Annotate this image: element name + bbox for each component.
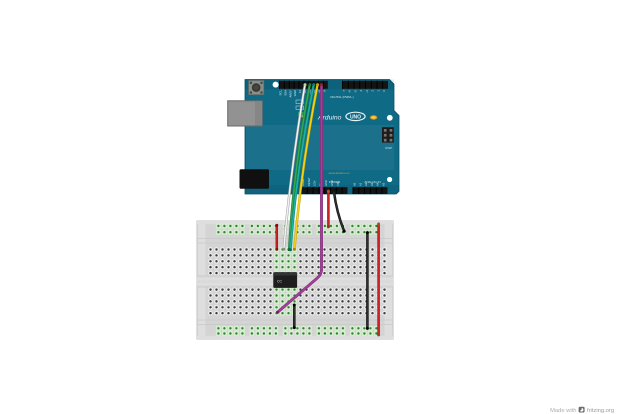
- svg-text:~9: ~9: [318, 90, 322, 94]
- svg-text:1: 1: [376, 90, 380, 92]
- svg-text:fritzing.org: fritzing.org: [587, 408, 614, 414]
- svg-text:7: 7: [342, 90, 346, 92]
- svg-text:A3: A3: [370, 182, 374, 186]
- svg-text:DIGITAL (PWM~): DIGITAL (PWM~): [330, 95, 353, 99]
- svg-text:ICSP: ICSP: [385, 146, 392, 150]
- svg-text:VIN: VIN: [336, 182, 340, 186]
- svg-text:A4: A4: [376, 182, 380, 186]
- svg-text:GND: GND: [324, 180, 328, 186]
- svg-text:A2: A2: [364, 182, 368, 186]
- svg-text:Made with: Made with: [550, 408, 576, 414]
- svg-text:CC: CC: [277, 280, 282, 284]
- svg-text:~6: ~6: [348, 90, 352, 94]
- svg-text:SDA: SDA: [284, 90, 288, 96]
- svg-text:www.arduino.cc: www.arduino.cc: [328, 171, 350, 175]
- svg-text:POWER: POWER: [329, 180, 341, 184]
- svg-text:ANALOG IN: ANALOG IN: [364, 180, 380, 184]
- svg-text:13: 13: [298, 90, 302, 94]
- svg-text:~10: ~10: [313, 90, 317, 95]
- svg-text:4: 4: [359, 90, 363, 92]
- svg-text:3.3V: 3.3V: [313, 180, 317, 186]
- svg-text:8: 8: [323, 90, 327, 92]
- svg-text:UNO: UNO: [350, 114, 361, 120]
- svg-text:A0: A0: [353, 182, 357, 186]
- svg-text:SCL: SCL: [279, 90, 283, 96]
- svg-text:~11: ~11: [308, 90, 312, 95]
- svg-text:RESET: RESET: [307, 177, 311, 186]
- svg-text:GND: GND: [293, 90, 297, 96]
- svg-text:AREF: AREF: [288, 90, 292, 98]
- svg-text:2: 2: [371, 90, 375, 92]
- svg-text:IOREF: IOREF: [301, 178, 305, 186]
- svg-text:A5: A5: [382, 182, 386, 186]
- svg-text:Arduino: Arduino: [317, 114, 342, 121]
- svg-text:~5: ~5: [353, 90, 357, 94]
- svg-text:GND: GND: [330, 180, 334, 186]
- svg-text:A1: A1: [358, 182, 362, 186]
- svg-text:~3: ~3: [365, 90, 369, 94]
- svg-text:0: 0: [382, 90, 386, 92]
